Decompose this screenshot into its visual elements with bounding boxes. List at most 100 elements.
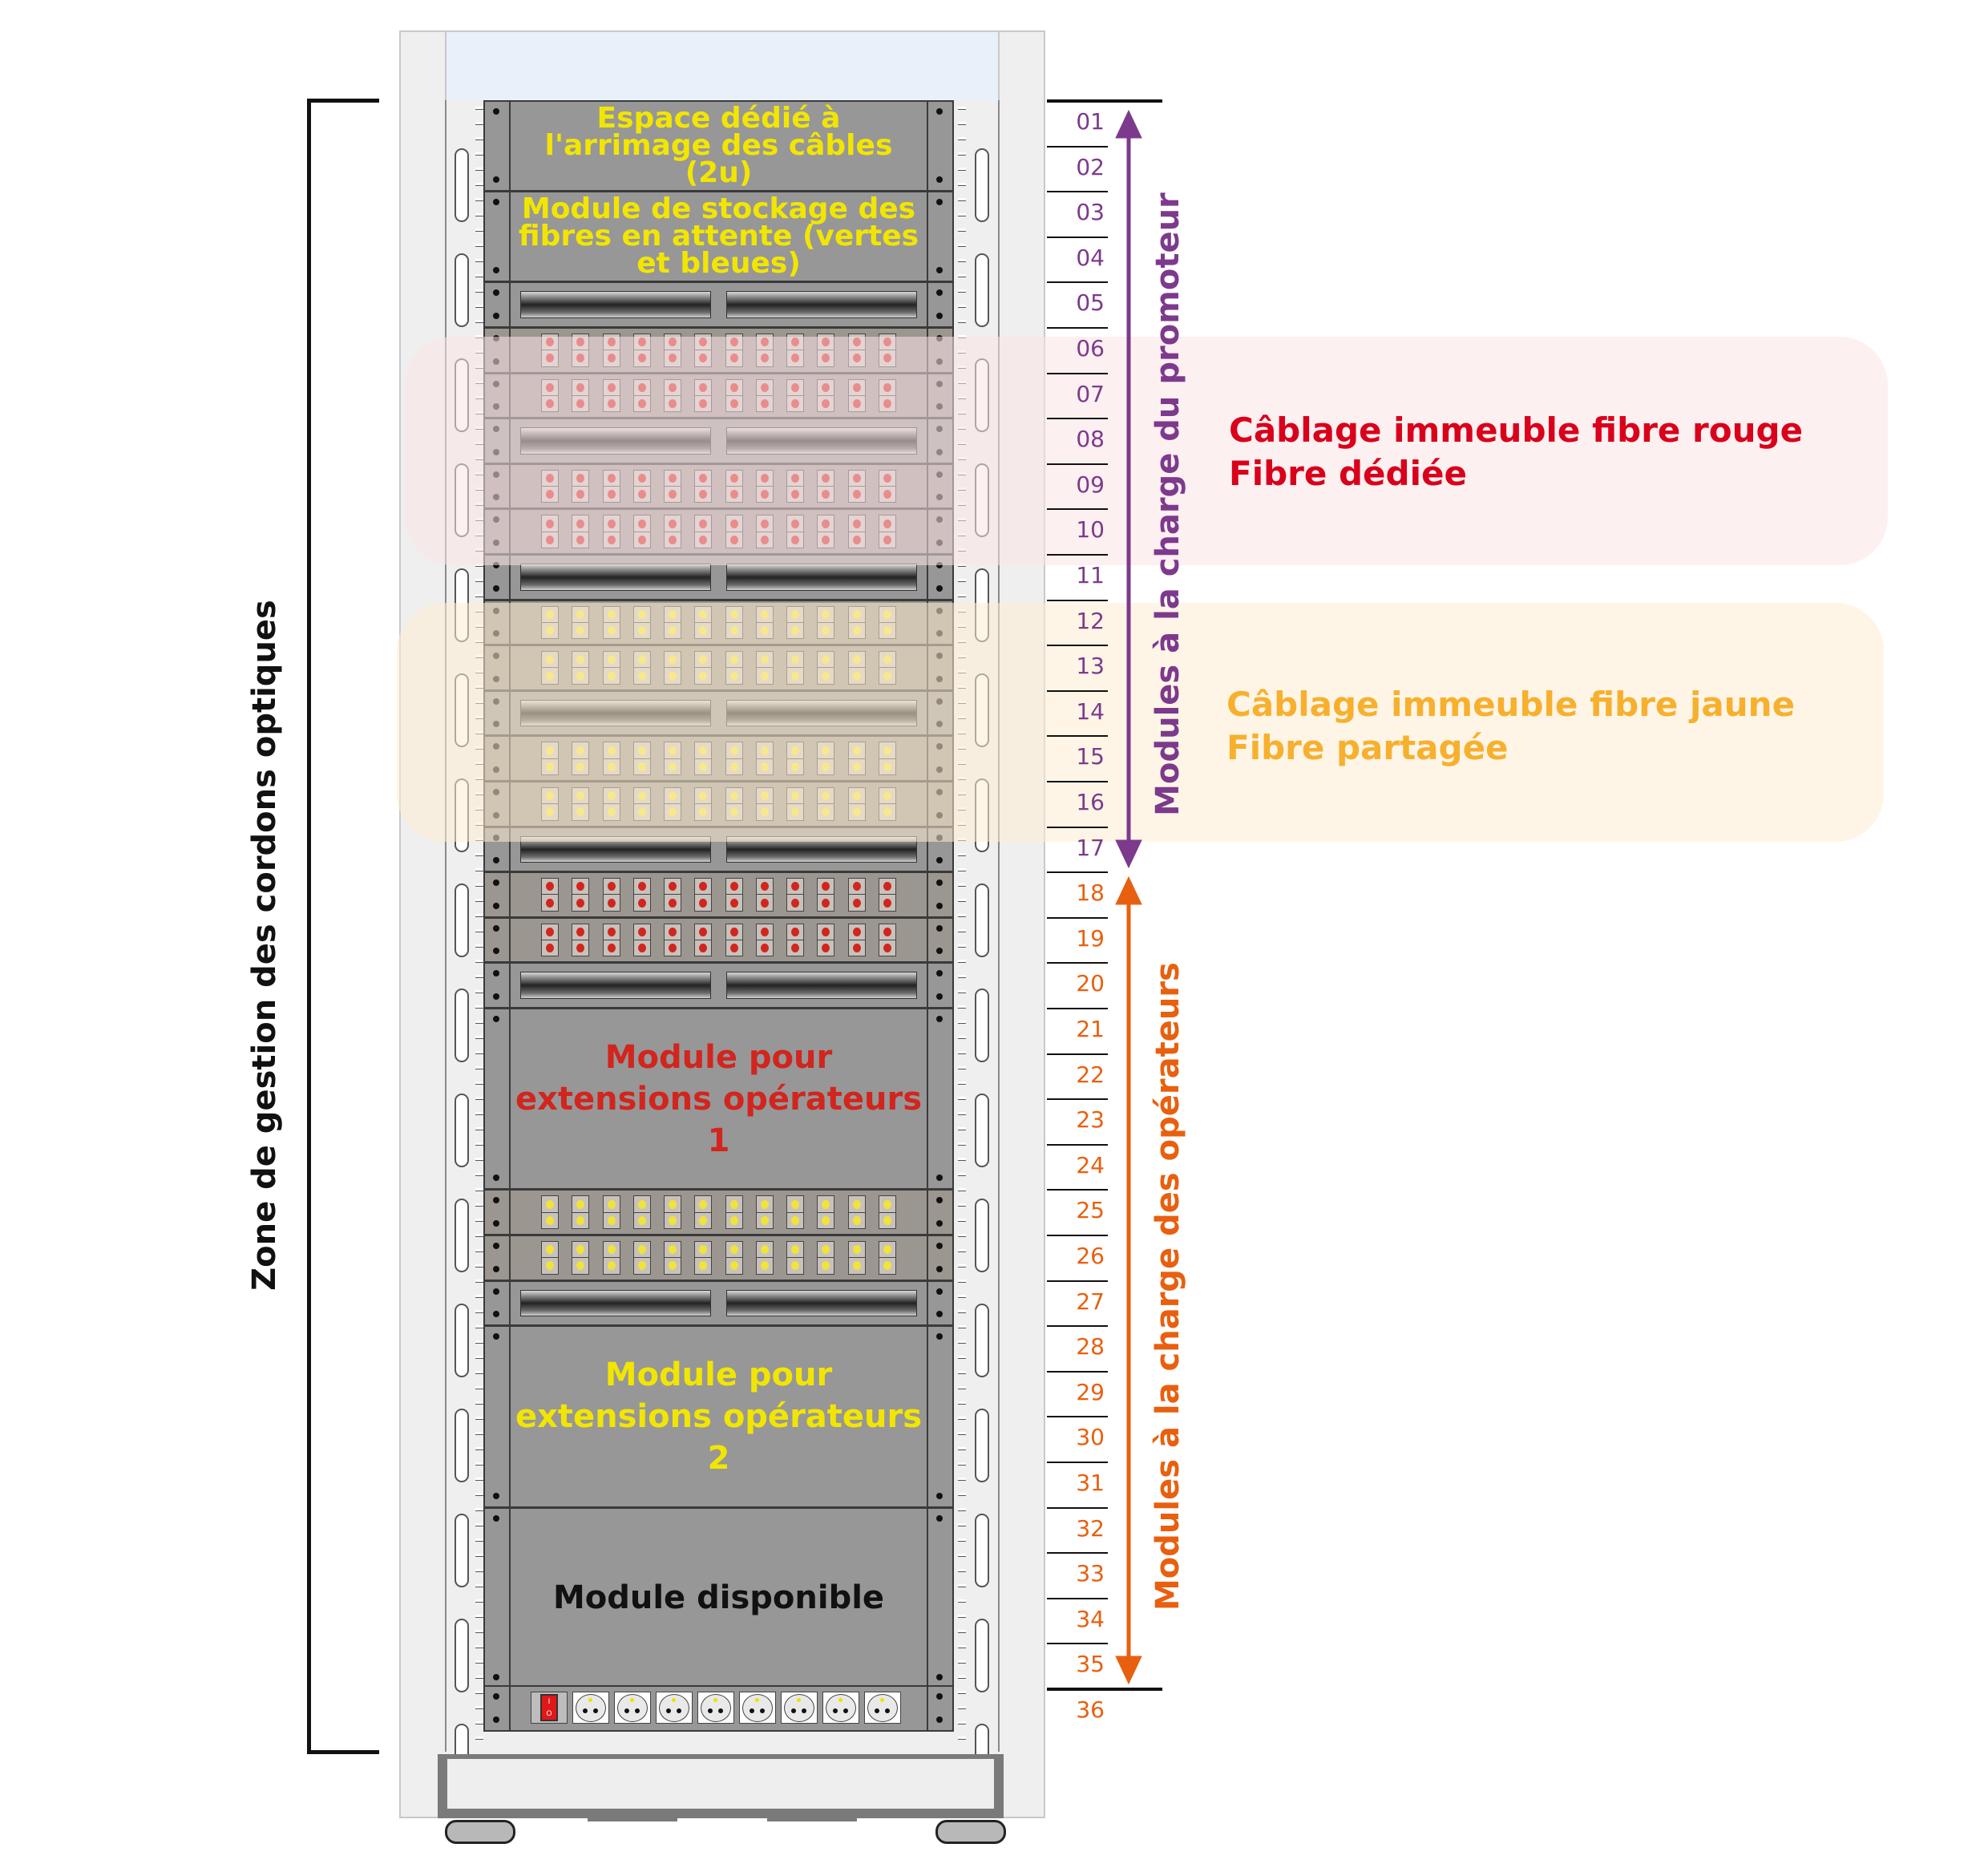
fiber-port	[541, 878, 559, 912]
port-cell	[757, 924, 773, 940]
left-foot	[445, 1820, 515, 1844]
ruler-top-line	[1047, 99, 1162, 103]
mount-ear	[927, 192, 952, 281]
yellow-fiber-dot	[546, 1199, 554, 1209]
cable-slot	[455, 148, 469, 222]
red-fiber-dot	[607, 898, 616, 908]
screw	[936, 993, 943, 1000]
power-outlet	[656, 1692, 693, 1724]
fiber-port	[572, 1195, 590, 1229]
fiber-port	[541, 923, 559, 957]
unit-number: 26	[1076, 1243, 1105, 1269]
port-cell	[603, 940, 620, 956]
port-cell	[818, 1242, 834, 1257]
power-outlet	[614, 1692, 651, 1724]
unit-divider	[1047, 1280, 1108, 1282]
unit-number: 29	[1076, 1378, 1105, 1405]
unit-divider	[1047, 916, 1108, 919]
mount-ear	[485, 1191, 511, 1234]
yellow-callout-line2: Fibre partagée	[1226, 728, 1509, 767]
power-outlet	[781, 1692, 818, 1724]
screw	[493, 993, 499, 1000]
red-fiber-dot	[546, 882, 554, 892]
red-fiber-dot	[760, 898, 769, 908]
unit-divider	[1047, 1416, 1108, 1418]
unit-number: 18	[1076, 879, 1105, 907]
unit-divider	[1047, 1597, 1108, 1599]
screw	[936, 1514, 943, 1522]
unit-number: 05	[1076, 289, 1105, 317]
cable-guide-bar	[520, 564, 711, 591]
fiber-port	[572, 878, 590, 912]
screw	[936, 1243, 943, 1249]
red-fiber-dot	[576, 927, 585, 936]
port-cell	[848, 1211, 865, 1228]
port-cell	[725, 940, 742, 956]
red-fiber-dot	[669, 927, 677, 936]
module-label: Module pour extensions opérateurs 1	[515, 1038, 923, 1159]
port-cell	[665, 1196, 681, 1211]
fiber-port	[817, 923, 835, 957]
unit-divider	[1047, 1008, 1108, 1009]
screw	[493, 267, 499, 274]
red-fiber-dot	[669, 944, 677, 953]
fiber-port	[725, 923, 743, 957]
mount-ear	[927, 1327, 952, 1506]
unit-number: 17	[1076, 834, 1105, 861]
port-cell	[542, 924, 558, 940]
ground-pin	[672, 1697, 676, 1702]
port-cell	[787, 879, 803, 894]
port-cell	[542, 1242, 558, 1257]
socket-hole	[624, 1708, 629, 1713]
unit-number: 16	[1076, 789, 1105, 815]
fiber-port	[632, 878, 651, 912]
yellow-fiber-dot	[699, 1215, 708, 1225]
port-row	[533, 878, 904, 912]
fiber-port	[786, 878, 805, 912]
yellow-fiber-dot	[637, 1215, 646, 1225]
screw	[493, 902, 499, 909]
unit-number: 10	[1076, 516, 1105, 544]
rack-module-ports	[483, 1235, 954, 1281]
screw	[493, 312, 499, 319]
unit-divider	[1047, 1462, 1108, 1463]
yellow-fiber-dot	[729, 1261, 738, 1271]
port-cell	[604, 924, 620, 940]
screw	[493, 1265, 499, 1272]
cable-guide-bar	[726, 1289, 917, 1317]
port-cell	[787, 1242, 803, 1257]
unit-divider	[1047, 1552, 1108, 1555]
screw	[936, 902, 943, 909]
port-cell	[757, 879, 773, 894]
mount-ear	[485, 1281, 511, 1325]
screw	[936, 289, 943, 297]
cable-guide-bar	[520, 1289, 711, 1317]
yellow-fiber-dot	[576, 1261, 585, 1271]
red-fiber-callout: Câblage immeuble fibre rouge Fibre dédié…	[1229, 409, 1803, 495]
cable-slot	[975, 1304, 989, 1377]
socket-hole	[750, 1708, 754, 1713]
fiber-port	[664, 878, 682, 912]
fiber-port	[694, 923, 713, 957]
outlet-socket-icon	[617, 1693, 648, 1722]
port-cell	[572, 1196, 588, 1211]
port-row	[533, 1241, 904, 1275]
unit-number: 22	[1076, 1061, 1105, 1088]
yellow-fiber-dot	[791, 1199, 800, 1209]
yellow-fiber-dot	[729, 1245, 738, 1255]
port-cell	[633, 1211, 650, 1228]
port-cell	[725, 1257, 742, 1273]
port-cell	[572, 1242, 588, 1257]
screw	[936, 108, 943, 115]
unit-number: 35	[1076, 1651, 1105, 1678]
switch-on-label: I	[548, 1697, 551, 1705]
ground-pin	[588, 1697, 592, 1702]
range-arrows	[1115, 109, 1142, 1685]
unit-divider	[1047, 871, 1108, 874]
port-cell	[634, 879, 650, 894]
yellow-fiber-dot	[669, 1215, 677, 1225]
unit-divider	[1047, 191, 1108, 193]
yellow-fiber-dot	[546, 1245, 554, 1255]
port-cell	[572, 879, 588, 894]
red-fiber-dot	[669, 882, 677, 892]
